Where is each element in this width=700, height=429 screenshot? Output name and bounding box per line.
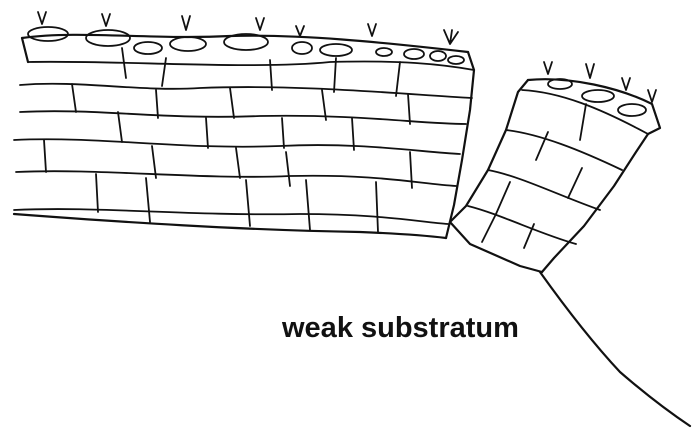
toppled-block <box>450 62 660 272</box>
substratum-label: weak substratum <box>282 312 519 345</box>
grass-tufts <box>38 12 458 44</box>
substratum-slope <box>540 272 690 426</box>
cliff-block <box>14 35 474 238</box>
